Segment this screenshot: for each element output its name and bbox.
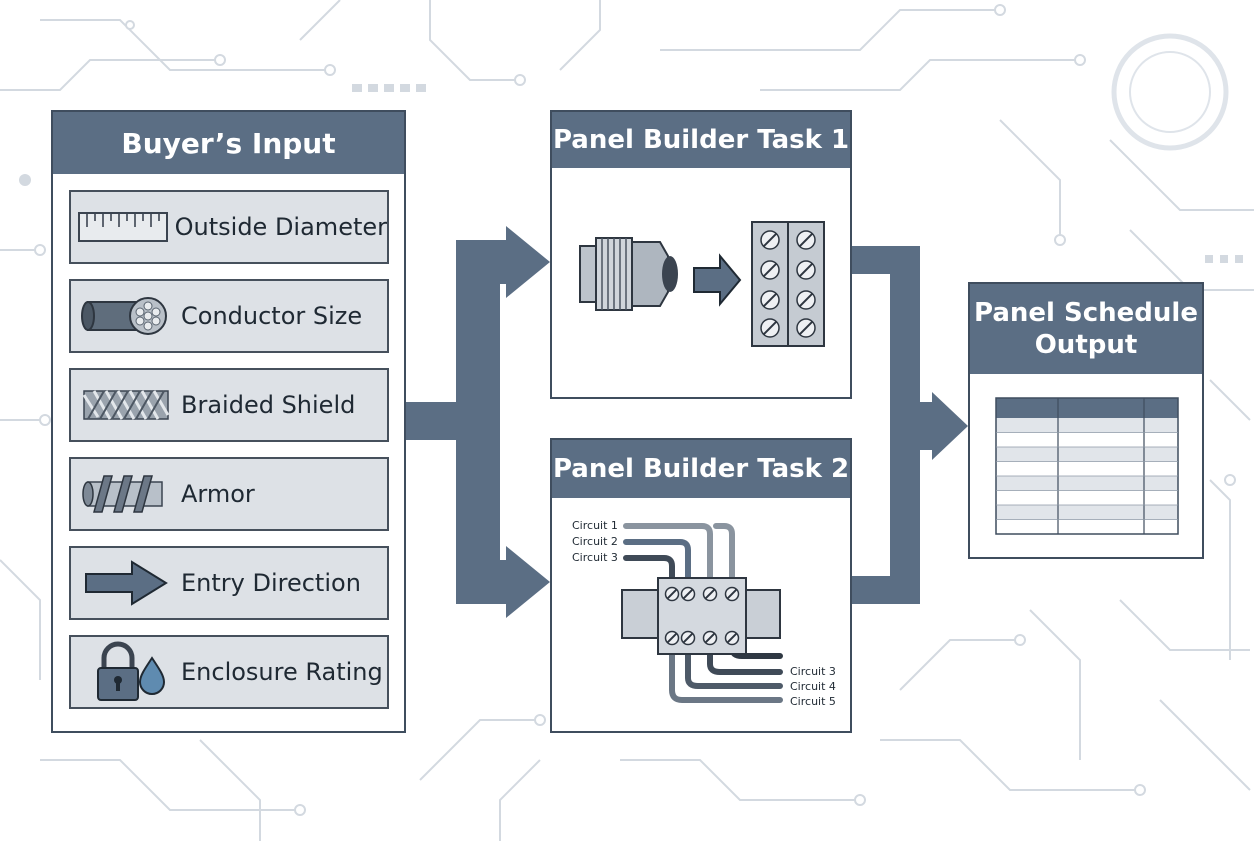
item-braided-shield: Braided Shield xyxy=(69,368,389,442)
item-label: Armor xyxy=(181,480,255,508)
item-label: Outside Diameter xyxy=(174,213,387,241)
task2-title: Panel Builder Task 2 xyxy=(552,440,850,498)
cable-strands-icon xyxy=(71,281,181,351)
arrow-right-icon xyxy=(693,253,742,307)
screw-icon xyxy=(760,318,780,338)
merge-arrow-shape xyxy=(850,246,968,604)
item-armor: Armor xyxy=(69,457,389,531)
screw-icon xyxy=(796,230,816,250)
output-title-line2: Output xyxy=(1034,330,1138,360)
screw-icon xyxy=(760,230,780,250)
terminal-screws xyxy=(760,230,816,338)
task1-title: Panel Builder Task 1 xyxy=(552,112,850,168)
terminal-screws xyxy=(664,586,740,646)
task1-illustration xyxy=(579,221,825,347)
arrow-right-icon xyxy=(71,548,181,618)
screw-icon xyxy=(702,586,718,602)
screw-icon xyxy=(724,586,740,602)
output-panel: Panel Schedule Output xyxy=(968,282,1204,559)
screw-icon xyxy=(680,630,696,646)
cable-gland-icon xyxy=(579,237,678,311)
screw-icon xyxy=(702,630,718,646)
item-label: Entry Direction xyxy=(181,569,361,597)
circuit-label-in: Circuit 1 xyxy=(572,519,618,532)
screw-icon xyxy=(664,630,680,646)
screw-icon xyxy=(680,586,696,602)
screw-icon xyxy=(760,260,780,280)
armor-spiral-icon xyxy=(71,459,181,529)
circuit-label-out: Circuit 3 xyxy=(790,665,836,678)
circuit-label-in: Circuit 2 xyxy=(572,535,618,548)
screw-icon xyxy=(796,260,816,280)
task2-illustration: Circuit 1 Circuit 2 Circuit 3 Circuit 3 … xyxy=(572,519,836,708)
lock-droplet-icon xyxy=(71,637,181,707)
output-title-line1: Panel Schedule xyxy=(974,298,1198,328)
screw-icon xyxy=(796,318,816,338)
braid-icon xyxy=(71,370,181,440)
circuit-labels-out: Circuit 3 Circuit 4 Circuit 5 xyxy=(790,665,836,708)
circuit-labels-in: Circuit 1 Circuit 2 Circuit 3 xyxy=(572,519,618,564)
circuit-label-out: Circuit 5 xyxy=(790,695,836,708)
split-arrow-shape xyxy=(404,226,550,618)
ruler-icon xyxy=(71,192,175,262)
circuit-label-in: Circuit 3 xyxy=(572,551,618,564)
screw-icon xyxy=(760,290,780,310)
screw-icon xyxy=(796,290,816,310)
screw-icon xyxy=(664,586,680,602)
task2-panel: Panel Builder Task 2 Circuit 1 Circuit 2… xyxy=(550,438,852,733)
schedule-table-icon xyxy=(995,397,1179,535)
item-conductor-size: Conductor Size xyxy=(69,279,389,353)
screw-icon xyxy=(724,630,740,646)
buyer-input-panel: Buyer’s Input Outside Diameter xyxy=(51,110,406,733)
item-label: Braided Shield xyxy=(181,391,356,419)
item-outside-diameter: Outside Diameter xyxy=(69,190,389,264)
item-enclosure-rating: Enclosure Rating xyxy=(69,635,389,709)
item-label: Conductor Size xyxy=(181,302,363,330)
output-title: Panel Schedule Output xyxy=(970,284,1202,374)
task1-panel: Panel Builder Task 1 xyxy=(550,110,852,399)
item-entry-direction: Entry Direction xyxy=(69,546,389,620)
circuit-label-out: Circuit 4 xyxy=(790,680,836,693)
item-label: Enclosure Rating xyxy=(181,658,383,686)
buyer-input-title: Buyer’s Input xyxy=(53,112,404,174)
